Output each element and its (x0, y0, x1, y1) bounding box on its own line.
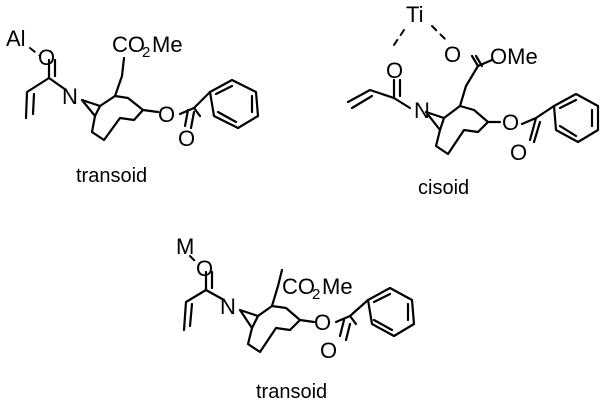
ester-co-label: CO (112, 32, 145, 57)
ester-tail-label: Me (152, 32, 183, 57)
benzene-ring (208, 78, 260, 130)
benzoate-o-label: O (158, 102, 175, 127)
ester-subscript: 2 (142, 44, 150, 61)
caption-transoid-1: transoid (76, 165, 147, 187)
tropane-cage (238, 284, 316, 354)
benzoate-carbonyl-o-label: O (320, 338, 337, 363)
amide-bond (204, 288, 226, 302)
ester-ome-label: OMe (490, 44, 538, 69)
structure-2-cisoid-ti: Ti O N O OMe O O cisoid (346, 2, 600, 199)
structure-3-transoid-m: M O N CO 2 Me O O transoid (176, 234, 416, 403)
metal-o-coordination (29, 47, 41, 57)
amide-bond (47, 76, 68, 92)
benzoate-linker (520, 104, 556, 144)
ketone-o-label: O (196, 256, 213, 281)
nitrogen-label: N (220, 294, 236, 319)
ti-ketone-coordination (391, 29, 405, 49)
metal-label: Ti (406, 2, 424, 27)
ester-bond (120, 56, 126, 78)
benzoate-linker (178, 90, 212, 130)
ester-co-label: CO (282, 274, 315, 299)
vinyl-double-bond (31, 92, 36, 116)
metal-o-coordination (189, 255, 199, 265)
metal-label: M (176, 234, 194, 259)
vinyl-bond (346, 88, 396, 104)
nitrogen-label: N (62, 84, 78, 109)
benzene-ring (366, 286, 416, 338)
tropane-cage (424, 84, 502, 156)
structure-1-transoid-al: Al O N CO 2 Me O O transoid (6, 26, 260, 187)
ester-carbonyl-o-label: O (444, 42, 461, 67)
benzoate-carbonyl-o-label: O (510, 140, 527, 165)
vinyl-double-bond (350, 94, 374, 110)
carbonyl-double-bond (204, 270, 214, 292)
benzoate-carbonyl-o-label: O (178, 126, 195, 151)
vinyl-bond (182, 288, 208, 332)
nitrogen-label: N (414, 98, 430, 123)
tropane-cage (80, 74, 160, 142)
metal-label: Al (6, 26, 26, 51)
ester-tail-label: Me (322, 274, 353, 299)
vinyl-bond (24, 76, 51, 120)
ketone-o-label: O (386, 58, 403, 83)
carbonyl-double-bond (47, 58, 57, 80)
ester-bond (276, 268, 284, 288)
benzoate-o-label: O (502, 110, 519, 135)
ester-subscript: 2 (312, 286, 320, 303)
carbonyl-double-bond (392, 78, 402, 100)
caption-transoid-2: transoid (256, 381, 327, 403)
ketone-o-label: O (38, 45, 55, 70)
amide-bond (392, 96, 412, 110)
benzoate-linker (334, 298, 370, 342)
benzoate-o-label: O (314, 310, 331, 335)
ester-bond (464, 54, 494, 88)
vinyl-double-bond (188, 302, 194, 328)
benzene-ring (552, 92, 600, 144)
ti-ester-coordination (431, 25, 447, 41)
caption-cisoid: cisoid (418, 177, 469, 199)
